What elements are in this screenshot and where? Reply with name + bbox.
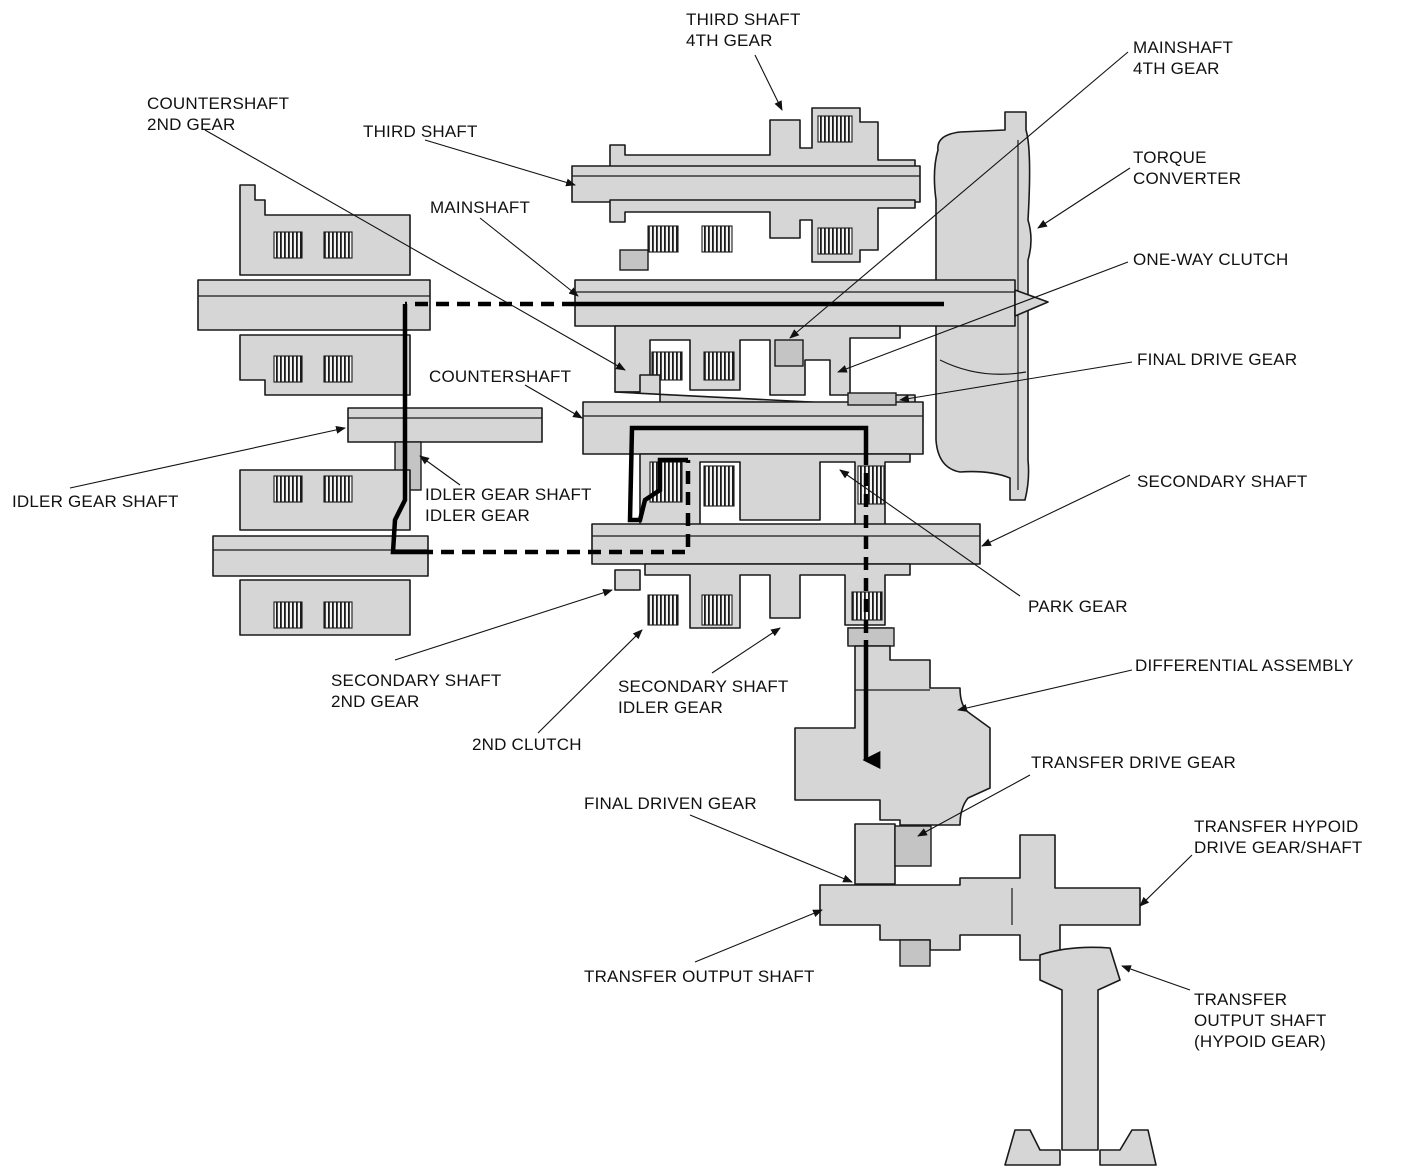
labels: THIRD SHAFT 4TH GEAR MAINSHAFT 4TH GEAR … [12,10,1363,1051]
label-idler-gear-shaft-idler-gear: IDLER GEAR SHAFT IDLER GEAR [425,485,596,525]
leader-lines [69,51,1193,991]
power-flow-idler-drop [390,304,420,555]
leader-idler-gear-shaft-idler-gear [419,455,461,486]
leader-torque-converter [1037,167,1131,229]
leader-final-drive-gear [899,361,1133,403]
leader-third-shaft [424,139,576,187]
leader-countershaft-2nd-gear [204,129,626,371]
label-final-drive-gear: FINAL DRIVE GEAR [1137,350,1297,369]
label-park-gear: PARK GEAR [1028,597,1128,616]
label-differential-assembly: DIFFERENTIAL ASSEMBLY [1135,656,1354,675]
leader-mainshaft [479,217,579,297]
label-final-driven-gear: FINAL DRIVEN GEAR [584,794,757,813]
countershaft-assembly [582,374,924,526]
label-secondary-shaft: SECONDARY SHAFT [1137,472,1308,491]
label-mainshaft-4th-gear: MAINSHAFT 4TH GEAR [1133,38,1238,78]
leader-mainshaft-4th-gear [789,51,1129,339]
leader-countershaft [524,384,583,419]
label-secondary-shaft-idler-gear: SECONDARY SHAFT IDLER GEAR [618,677,793,717]
leader-third-shaft-4th-gear [754,54,783,111]
idler-gear-shaft-part [347,407,543,491]
leader-secondary-shaft-2nd-gear [394,588,613,661]
power-flow-to-secondary [420,460,691,555]
label-mainshaft: MAINSHAFT [430,198,530,217]
label-idler-gear-shaft: IDLER GEAR SHAFT [12,492,179,511]
leader-transfer-drive-gear [917,774,1031,837]
label-transfer-output-shaft: TRANSFER OUTPUT SHAFT [584,967,815,986]
left-upper-assembly [197,184,431,396]
label-third-shaft-4th-gear: THIRD SHAFT 4TH GEAR [686,10,805,50]
leader-idler-gear-shaft [69,426,346,489]
label-2nd-clutch: 2ND CLUTCH [472,735,582,754]
leader-one-way-clutch [837,261,1129,373]
leader-differential-assembly [957,669,1133,712]
left-lower-assembly [212,469,429,636]
label-transfer-output-shaft-hypoid-gear: TRANSFER OUTPUT SHAFT (HYPOID GEAR) [1194,990,1331,1051]
leader-secondary-shaft-idler-gear [711,627,781,674]
third-shaft-assembly [571,107,921,271]
label-torque-converter: TORQUE CONVERTER [1133,148,1241,188]
label-transfer-drive-gear: TRANSFER DRIVE GEAR [1031,753,1236,772]
label-transfer-hypoid-drive-gear-shaft: TRANSFER HYPOID DRIVE GEAR/SHAFT [1194,817,1363,857]
label-third-shaft: THIRD SHAFT [363,122,478,141]
leader-park-gear [839,469,1021,597]
leader-secondary-shaft [981,474,1131,547]
leader-transfer-output-shaft-hypoid-gear [1121,965,1191,991]
leader-transfer-hypoid-drive-gear-shaft [1139,854,1193,907]
secondary-shaft-assembly [591,523,981,645]
leader-2nd-clutch [537,629,643,734]
label-secondary-shaft-2nd-gear: SECONDARY SHAFT 2ND GEAR [331,671,506,711]
label-countershaft-2nd-gear: COUNTERSHAFT 2ND GEAR [147,94,294,134]
leader-transfer-output-shaft [694,909,823,963]
power-flow-secondary-clutch [627,425,869,523]
leader-final-driven-gear [689,814,853,883]
label-countershaft: COUNTERSHAFT [429,367,571,386]
power-flow-path [390,301,944,769]
label-one-way-clutch: ONE-WAY CLUTCH [1133,250,1289,269]
differential-and-transfer [794,627,1157,1166]
